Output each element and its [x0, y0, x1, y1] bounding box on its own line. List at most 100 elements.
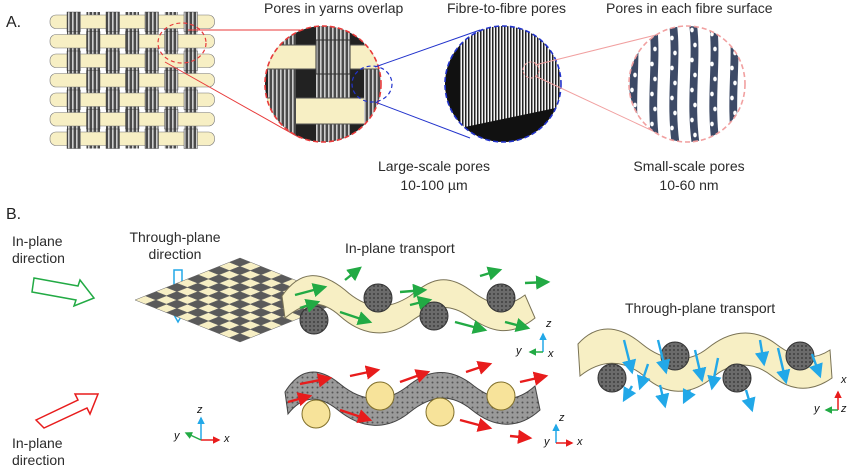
surface-pore — [670, 65, 674, 71]
zoom-region-weave — [157, 22, 207, 64]
surface-pore — [713, 136, 717, 142]
surface-pore — [730, 95, 734, 101]
fibre-to-fibre-circle — [444, 25, 562, 143]
surface-pore — [710, 61, 714, 67]
surface-pore — [653, 46, 657, 52]
transport-arrow — [299, 298, 321, 313]
zoom-connector-bottom — [164, 61, 301, 139]
axis-x-through: x — [841, 374, 847, 386]
transport-arrow — [339, 310, 373, 326]
axis-z-through: z — [841, 403, 847, 415]
small-pores-label: Small-scale pores — [633, 158, 745, 174]
transport-arrow — [741, 389, 756, 413]
surface-pore — [650, 91, 654, 97]
transport-arrow — [636, 363, 651, 391]
surface-pore — [633, 132, 637, 138]
surface-pore — [653, 76, 657, 82]
axis-z-inplane-top: z — [546, 318, 552, 330]
surface-pore — [673, 110, 677, 116]
red-transport-arrows — [287, 360, 549, 444]
transport-arrow — [459, 417, 493, 432]
transport-arrow — [294, 283, 328, 298]
surface-pore — [733, 140, 737, 142]
transport-arrow — [692, 349, 707, 383]
surface-pore — [733, 80, 737, 86]
surface-pore — [750, 58, 754, 63]
surface-pore — [653, 136, 657, 142]
surface-pore — [753, 43, 757, 48]
surface-pore — [710, 91, 714, 97]
axis-y-weave: y — [174, 430, 180, 442]
surface-pore — [713, 46, 717, 52]
through-plane-direction: Through-plane direction — [129, 229, 221, 262]
panel-b-label: B. — [6, 206, 22, 223]
title-yarn-pores: Pores in yarns overlap — [264, 0, 404, 16]
surface-pore — [650, 61, 654, 67]
in-plane-direction-bottom: In-plane direction — [12, 435, 65, 468]
transport-arrow — [409, 295, 433, 310]
surface-pore — [673, 80, 677, 86]
surface-pore — [670, 35, 674, 41]
transport-arrow — [349, 365, 381, 380]
transport-arrow — [524, 275, 551, 290]
large-pores-label: Large-scale pores — [377, 158, 491, 174]
zoom-connector-blue-top — [374, 29, 481, 68]
surface-pore — [730, 65, 734, 71]
transport-arrow — [399, 369, 431, 384]
surface-pore — [750, 88, 754, 93]
transport-arrow — [479, 266, 503, 281]
transport-arrow — [287, 392, 313, 407]
surface-pore — [753, 73, 757, 78]
transport-arrow — [754, 339, 770, 367]
transport-arrow — [776, 347, 791, 385]
transport-arrow — [339, 408, 373, 424]
fibre-surface-zoom — [629, 26, 757, 142]
title-surface-pores: Pores in each fibre surface — [606, 0, 773, 16]
surface-pore — [690, 117, 694, 123]
large-pores-range: 10-100 µm — [400, 177, 468, 193]
surface-pore — [673, 140, 677, 142]
in-plane-direction-arrow-red — [34, 393, 100, 429]
surface-pore — [750, 28, 754, 33]
axis-x-inplane-top: x — [548, 348, 554, 360]
axes-weave — [184, 416, 221, 444]
weft-yarn — [49, 14, 215, 29]
axis-y-through: y — [814, 403, 820, 415]
green-transport-arrows — [294, 266, 551, 334]
transport-arrow — [504, 318, 531, 332]
yarn-overlap-circle — [264, 25, 382, 143]
axis-x-weave: x — [224, 433, 230, 445]
transport-arrow — [454, 319, 488, 334]
axes-inplane-bottom — [552, 423, 574, 447]
surface-pore — [630, 87, 634, 93]
transport-arrow — [509, 429, 533, 444]
axes-through — [824, 390, 842, 414]
surface-pore — [670, 95, 674, 101]
axis-y-inplane-top: y — [516, 345, 522, 357]
weft-yarn — [49, 131, 215, 146]
in-plane-transport-title: In-plane transport — [345, 240, 455, 256]
surface-pore — [713, 76, 717, 82]
zoom-connector-blue-bottom — [374, 101, 471, 139]
axis-z-weave: z — [197, 404, 203, 416]
transport-arrow — [344, 266, 362, 282]
axis-x-inplane-bottom: x — [577, 436, 583, 448]
surface-pore — [753, 103, 757, 108]
surface-pore — [673, 50, 677, 56]
transport-arrow — [656, 339, 671, 375]
surface-pore — [693, 102, 697, 108]
surface-pore — [713, 106, 717, 112]
surface-pore — [710, 121, 714, 127]
through-plane-transport-title: Through-plane transport — [625, 300, 776, 316]
in-plane-direction-top: In-plane direction — [12, 233, 65, 266]
surface-pore — [633, 42, 637, 48]
surface-pore — [633, 72, 637, 78]
surface-pore — [670, 125, 674, 131]
in-plane-transport-top — [281, 275, 536, 335]
zoom-connector-pink-top — [534, 33, 661, 66]
surface-pore — [690, 87, 694, 93]
fibre-strand — [647, 26, 662, 142]
woven-fabric-illustration — [49, 11, 215, 149]
surface-pore — [753, 133, 757, 138]
weft-yarn — [49, 53, 215, 68]
